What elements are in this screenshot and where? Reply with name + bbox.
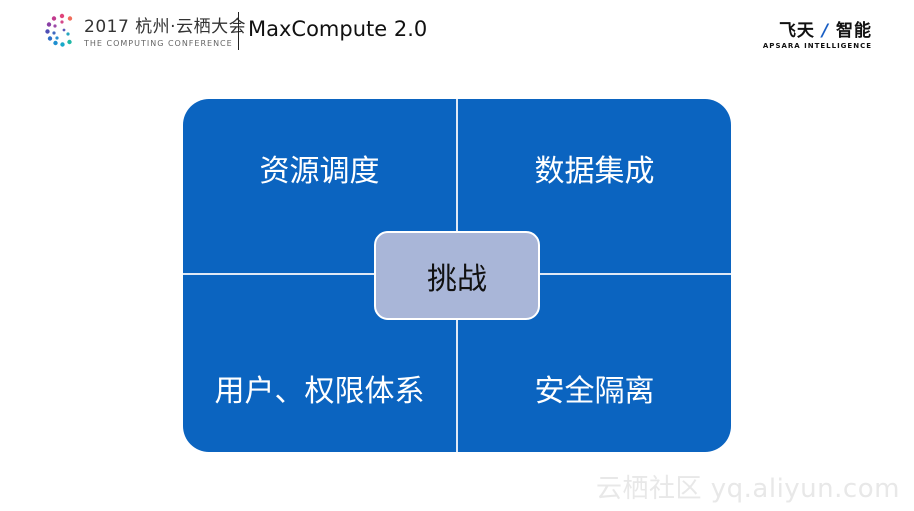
quadrant-resource-scheduling: 资源调度 (259, 154, 380, 189)
brand-name: 飞天 / 智能 (763, 16, 872, 41)
quadrant-user-permission-system: 用户、权限体系 (214, 374, 425, 409)
quadrant-security-isolation: 安全隔离 (534, 374, 655, 409)
header-divider (238, 12, 239, 50)
conference-branding: 2017 杭州·云栖大会 THE COMPUTING CONFERENCE (84, 12, 246, 48)
challenge-quadrant-panel: 资源调度 数据集成 用户、权限体系 安全隔离 (183, 99, 731, 452)
brand-subtitle: APSARA INTELLIGENCE (762, 42, 872, 50)
quadrant-data-integration: 数据集成 (534, 154, 655, 189)
conference-logo-icon (45, 13, 73, 47)
page-title: MaxCompute 2.0 (248, 17, 428, 41)
brand-name-right: 智能 (836, 21, 872, 41)
center-challenge-label: 挑战 (427, 261, 487, 297)
apsara-brand-logo: 飞天 / 智能 APSARA INTELLIGENCE (763, 16, 872, 50)
brand-name-left: 飞天 (778, 21, 815, 41)
watermark: 云栖社区 yq.aliyun.com (596, 474, 900, 504)
center-challenge-box: 挑战 (374, 231, 540, 320)
brand-slash: / (821, 21, 830, 41)
conference-title: 2017 杭州·云栖大会 (84, 17, 247, 37)
conference-subtitle: THE COMPUTING CONFERENCE (84, 39, 233, 48)
